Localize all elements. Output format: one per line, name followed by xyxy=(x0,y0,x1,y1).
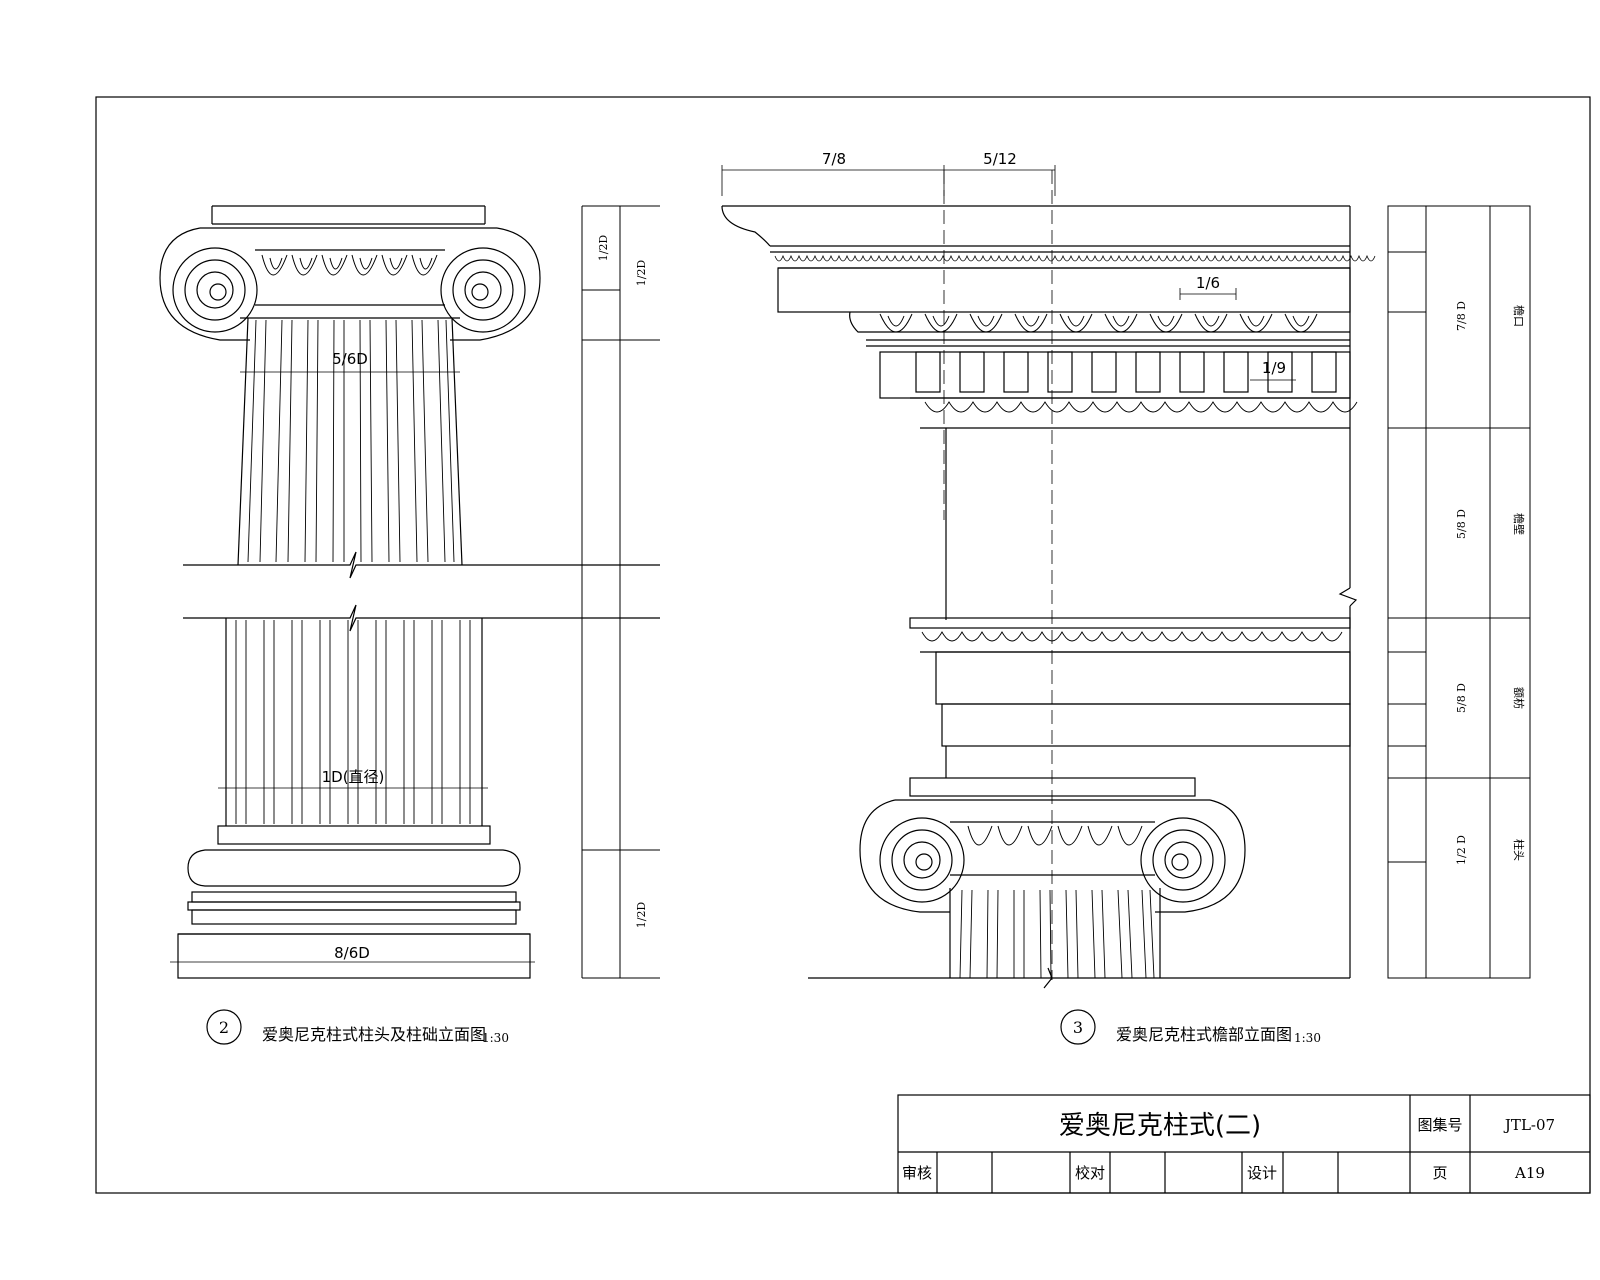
volute-right-icon xyxy=(440,247,526,333)
lower-volute-right-icon xyxy=(1140,817,1226,903)
label-architrave: 额枋 xyxy=(1512,687,1526,709)
drawing-3-height-scale xyxy=(1387,205,1531,979)
volute-left-icon xyxy=(172,247,258,333)
sheet-border xyxy=(95,96,1591,1194)
dim-capital-half-2: 1/2D xyxy=(635,260,648,287)
page-value: A19 xyxy=(1514,1164,1545,1182)
drawing-2-caption: 爱奥尼克柱式柱头及柱础立面图 xyxy=(262,1025,486,1044)
design-label: 设计 xyxy=(1247,1164,1277,1182)
label-cornice: 檐口 xyxy=(1512,305,1526,327)
page-label: 页 xyxy=(1432,1164,1447,1182)
title-block xyxy=(897,1094,1591,1194)
drawing-3-number-circle xyxy=(1060,1009,1096,1045)
lower-shaft-flutes xyxy=(235,620,471,824)
drawing-3-caption: 爱奥尼克柱式檐部立面图 xyxy=(1116,1025,1292,1044)
drawing-3-top-dimension xyxy=(721,165,1056,196)
dentil-blocks xyxy=(915,351,1337,393)
atlas-number-label: 图集号 xyxy=(1417,1116,1462,1134)
dim-base-half: 1/2D xyxy=(635,902,648,929)
label-frieze: 檐壁 xyxy=(1512,513,1526,535)
drawing-2-scale: 1:30 xyxy=(482,1031,509,1045)
dim-half-top: 5/12 xyxy=(983,150,1017,168)
cornice-leaf-ornament xyxy=(774,254,1376,262)
check-label: 校对 xyxy=(1075,1164,1105,1182)
drawing-2-column-capital-and-base xyxy=(159,205,660,979)
dim-architrave-height: 5/8 D xyxy=(1455,683,1468,713)
drawing-3-entablature-elevation xyxy=(721,165,1531,989)
dim-diameter: 1D(直径) xyxy=(322,768,385,786)
dim-modillion: 1/6 xyxy=(1196,274,1220,292)
dim-top-width: 5/6D xyxy=(332,350,368,368)
dim-capital-height: 1/2 D xyxy=(1455,835,1468,865)
drawing-2-number-circle xyxy=(206,1009,242,1045)
egg-and-dart-ornament xyxy=(261,254,438,276)
drawing-3-scale: 1:30 xyxy=(1294,1031,1321,1045)
entablature-leaf-band xyxy=(924,401,1358,413)
architrave-ornament xyxy=(921,631,1343,642)
atlas-number-value: JTL-07 xyxy=(1503,1116,1555,1134)
drawing-2-dimension-lines xyxy=(170,371,535,963)
dim-cornice-height: 7/8 D xyxy=(1455,301,1468,331)
drawing-title: 爱奥尼克柱式(二) xyxy=(1059,1111,1261,1141)
dim-capital-half-1: 1/2D xyxy=(597,235,610,262)
entablature-egg-and-dart xyxy=(879,313,1318,333)
drawing-2-number: 2 xyxy=(219,1018,229,1037)
lower-volute-left-icon xyxy=(879,817,965,903)
dim-frieze-height: 5/8 D xyxy=(1455,509,1468,539)
lower-entablature-shaft-flutes xyxy=(959,889,1155,979)
drawing-2-height-scale xyxy=(581,205,660,979)
dim-base-width: 8/6D xyxy=(334,944,370,962)
dim-projection: 7/8 xyxy=(822,150,846,168)
upper-shaft-flutes xyxy=(247,319,455,563)
review-label: 审核 xyxy=(902,1164,932,1182)
label-capital: 柱头 xyxy=(1512,839,1526,861)
drawing-3-number: 3 xyxy=(1073,1018,1083,1037)
dim-dentil: 1/9 xyxy=(1262,359,1286,377)
